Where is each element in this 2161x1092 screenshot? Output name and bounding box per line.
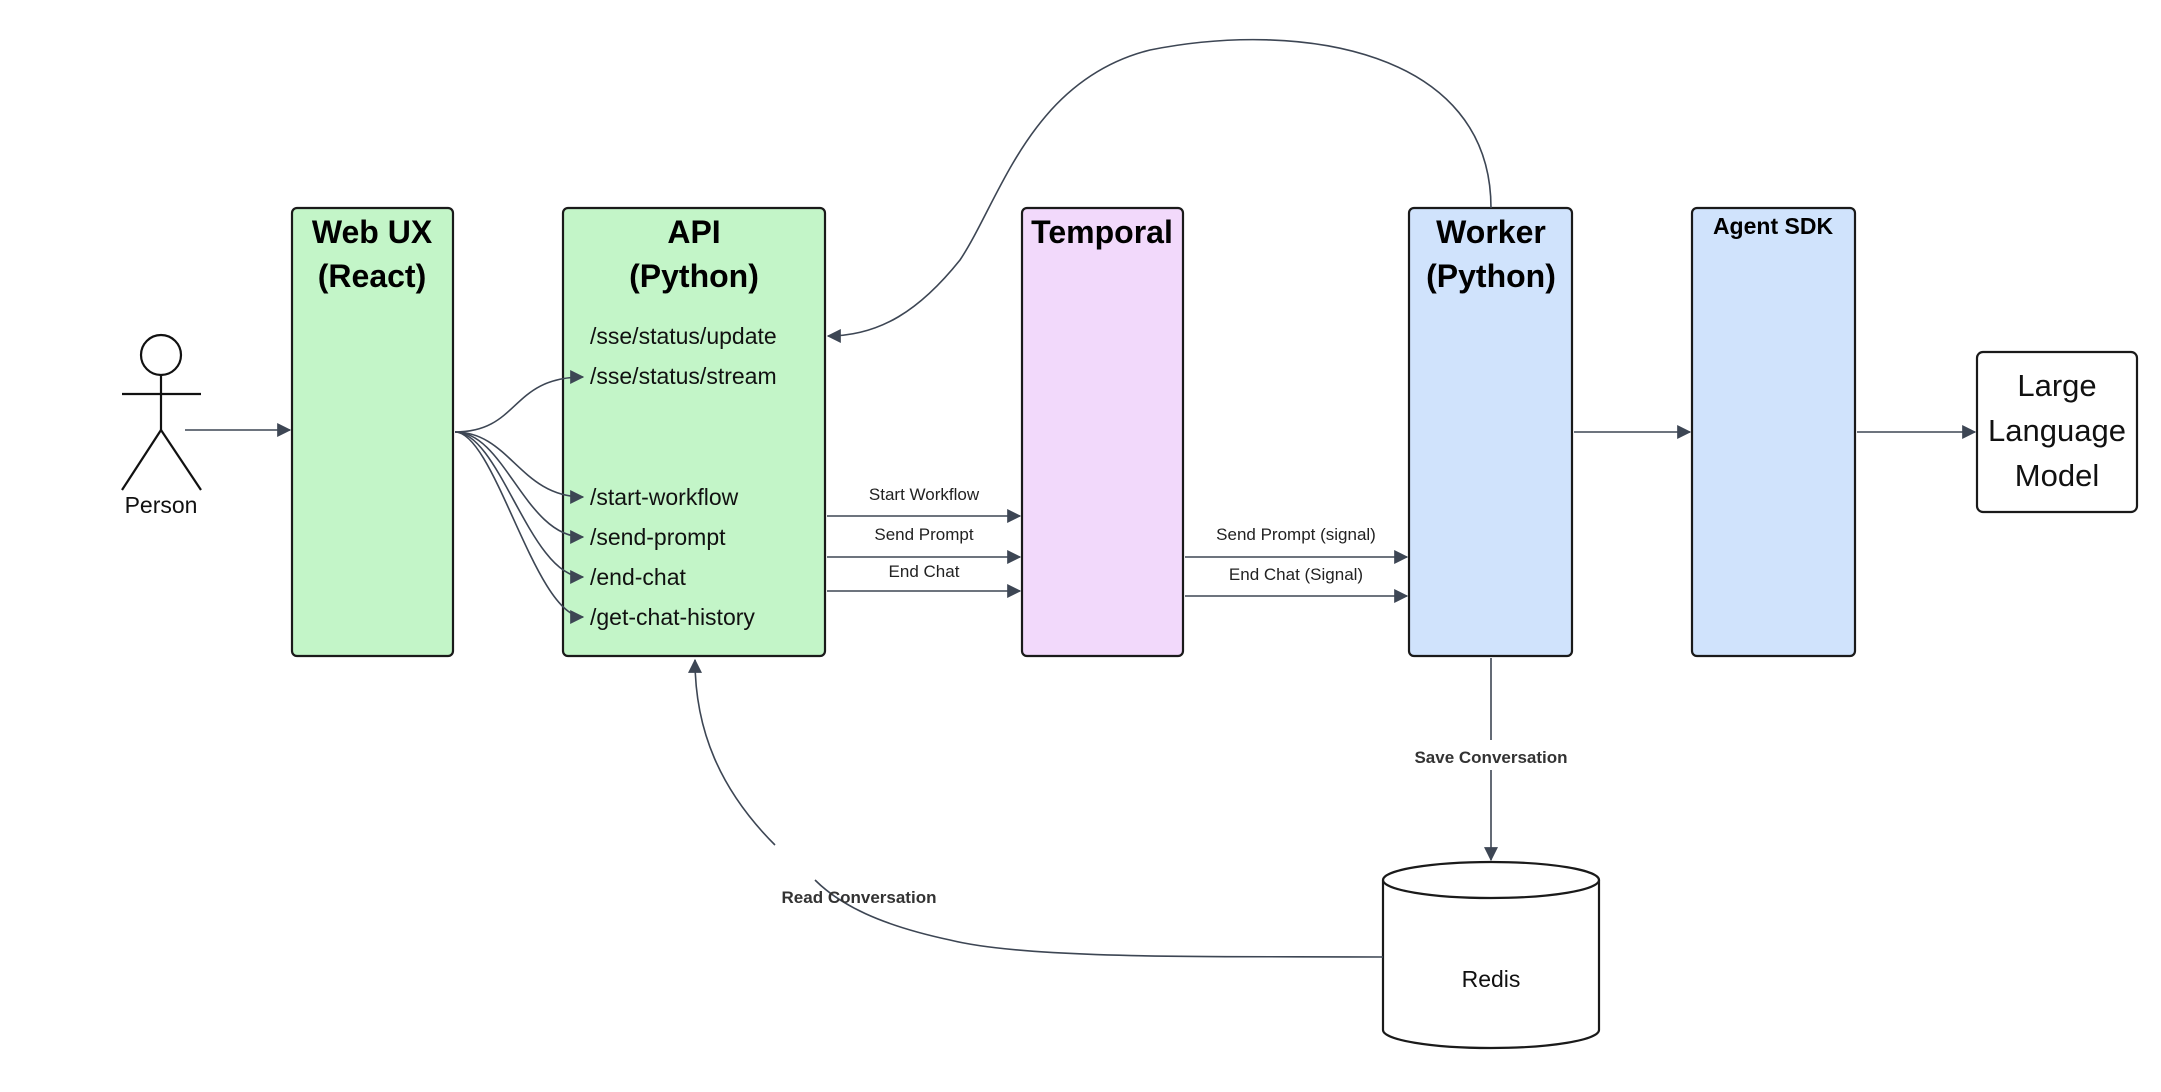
label-start-workflow: Start Workflow <box>869 485 980 504</box>
temporal-box[interactable] <box>1020 206 1185 658</box>
label-end-chat-signal: End Chat (Signal) <box>1229 565 1363 584</box>
edge-webux-to-get-chat-history <box>454 431 585 624</box>
label-save-conversation: Save Conversation <box>1414 748 1567 767</box>
edge-webux-to-sse-stream <box>454 370 585 433</box>
worker-title: Worker <box>1436 214 1546 250</box>
web-ux-title: Web UX <box>312 214 433 250</box>
edge-webux-to-start-workflow <box>454 431 585 504</box>
agent-sdk-title: Agent SDK <box>1713 213 1834 239</box>
llm-box[interactable] <box>1975 350 2139 514</box>
llm-label-line3: Model <box>2015 458 2099 493</box>
redis-database[interactable] <box>1381 860 1601 1050</box>
edge-webux-to-end-chat <box>454 431 585 584</box>
endpoint-sse-status-update: /sse/status/update <box>590 323 777 349</box>
web-ux-box[interactable] <box>290 206 455 658</box>
api-title: API <box>667 214 720 250</box>
edge-redis-to-api-a <box>814 879 1384 958</box>
worker-subtitle: (Python) <box>1426 258 1556 294</box>
edge-redis-to-api-b <box>688 658 776 846</box>
api-box[interactable] <box>561 206 827 658</box>
llm-label-line1: Large <box>2017 368 2096 403</box>
llm-label-line2: Language <box>1988 413 2126 448</box>
temporal-title: Temporal <box>1031 214 1173 250</box>
agent-sdk-box[interactable] <box>1690 206 1857 658</box>
edges <box>185 38 1977 958</box>
person-label: Person <box>125 492 198 518</box>
redis-label: Redis <box>1462 966 1521 992</box>
endpoint-get-chat-history: /get-chat-history <box>590 604 755 630</box>
api-subtitle: (Python) <box>629 258 759 294</box>
edge-webux-to-send-prompt <box>454 431 585 544</box>
person-icon <box>121 333 202 491</box>
endpoint-start-workflow: /start-workflow <box>590 484 739 510</box>
web-ux-subtitle: (React) <box>318 258 426 294</box>
label-send-prompt: Send Prompt <box>874 525 973 544</box>
label-end-chat: End Chat <box>889 562 960 581</box>
label-read-conversation: Read Conversation <box>782 888 937 907</box>
endpoint-send-prompt: /send-prompt <box>590 524 726 550</box>
endpoint-sse-status-stream: /sse/status/stream <box>590 363 777 389</box>
edge-worker-to-api-status <box>826 38 1492 343</box>
endpoint-end-chat: /end-chat <box>590 564 687 590</box>
label-send-prompt-signal: Send Prompt (signal) <box>1216 525 1376 544</box>
